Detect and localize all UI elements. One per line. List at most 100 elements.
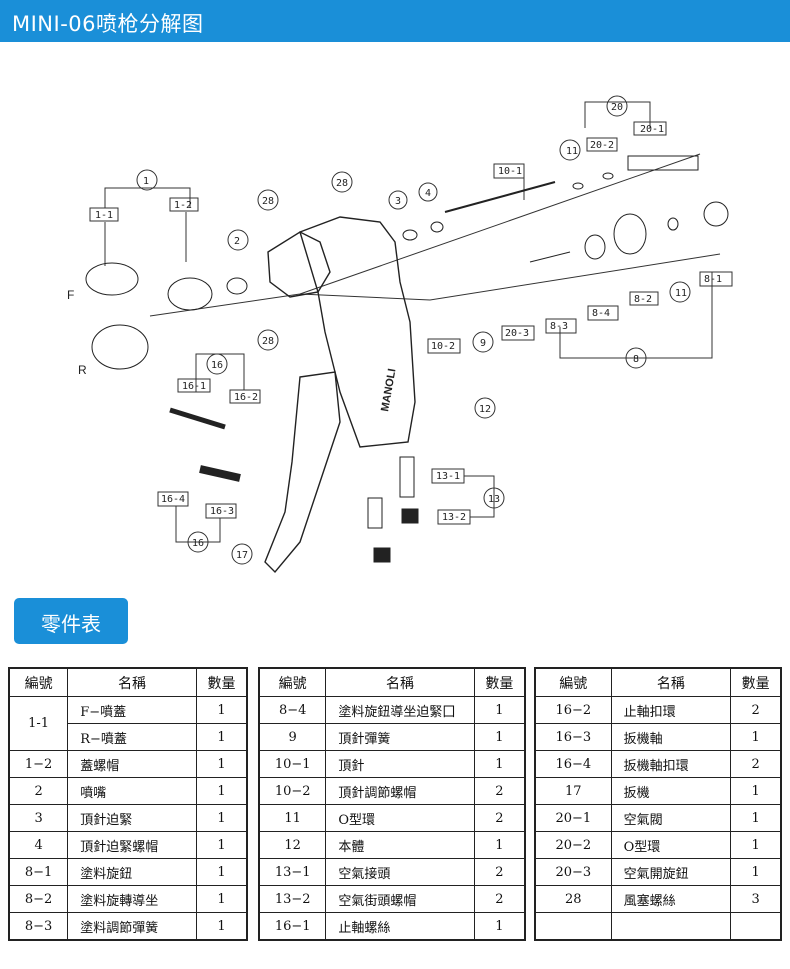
svg-text:3: 3	[395, 196, 401, 207]
cell-qty	[730, 912, 782, 941]
svg-text:1-2: 1-2	[174, 200, 192, 211]
svg-text:10-1: 10-1	[498, 166, 522, 177]
cell-code: 13−1	[258, 858, 327, 886]
header-name: 名稱	[325, 667, 475, 697]
cell-qty: 1	[473, 750, 526, 778]
cell-code: 16−3	[534, 723, 612, 751]
cell-code: 13−2	[258, 885, 327, 913]
svg-text:20-1: 20-1	[640, 124, 664, 135]
cell-code: 2	[8, 777, 69, 805]
cell-code: 8−4	[258, 696, 327, 724]
cell-name: 扳機	[610, 777, 732, 805]
cell-qty: 2	[473, 804, 526, 832]
svg-text:20-3: 20-3	[505, 328, 529, 339]
cell-name: O型環	[610, 831, 732, 859]
header-code: 編號	[258, 667, 327, 697]
cell-code: 8−2	[8, 885, 69, 913]
cell-qty: 3	[730, 885, 782, 913]
cell-qty: 2	[473, 885, 526, 913]
header-bar: MINI-06喷枪分解图	[0, 0, 790, 42]
cell-name: 本體	[325, 831, 475, 859]
cell-code: 10−2	[258, 777, 327, 805]
svg-text:1-1: 1-1	[95, 210, 113, 221]
header-name: 名稱	[610, 667, 732, 697]
header-qty: 數量	[730, 667, 782, 697]
cell-name: O型環	[325, 804, 475, 832]
svg-text:17: 17	[236, 550, 248, 561]
header-code: 編號	[8, 667, 69, 697]
cell-qty: 2	[473, 777, 526, 805]
cell-name: 塗料旋轉導坐	[67, 885, 197, 913]
cell-code: 16−1	[258, 912, 327, 941]
cell-name: 塗料旋鈕導坐迫緊囗	[325, 696, 475, 724]
svg-text:28: 28	[262, 196, 274, 207]
svg-text:2: 2	[234, 236, 240, 247]
cell-name: 空氣閥	[610, 804, 732, 832]
cell-name: 蓋螺帽	[67, 750, 197, 778]
svg-text:9: 9	[480, 338, 486, 349]
svg-text:28: 28	[336, 178, 348, 189]
cell-name: 頂針迫緊螺帽	[67, 831, 197, 859]
brand-logo-text: MANOLI	[379, 368, 398, 413]
header-code: 編號	[534, 667, 612, 697]
cell-qty: 2	[730, 750, 782, 778]
cell-name: 頂針	[325, 750, 475, 778]
cell-name: 頂針迫緊	[67, 804, 197, 832]
cell-qty: 1	[473, 912, 526, 941]
cell-name	[610, 912, 732, 941]
svg-text:13-2: 13-2	[442, 512, 466, 523]
cell-qty: 1	[195, 912, 248, 941]
cell-name: 空氣開旋鈕	[610, 858, 732, 886]
svg-text:16-3: 16-3	[210, 506, 234, 517]
cell-qty: 1	[195, 777, 248, 805]
svg-text:16-4: 16-4	[161, 494, 185, 505]
cell-code	[534, 912, 612, 941]
svg-text:1: 1	[143, 176, 149, 187]
cell-qty: 2	[473, 858, 526, 886]
cell-code: 4	[8, 831, 69, 859]
svg-text:10-2: 10-2	[431, 341, 455, 352]
cell-name: 空氣街頭螺帽	[325, 885, 475, 913]
cell-qty: 1	[473, 723, 526, 751]
cell-name: 風塞螺絲	[610, 885, 732, 913]
cell-code: 3	[8, 804, 69, 832]
cell-code: 17	[534, 777, 612, 805]
cell-name: 空氣接頭	[325, 858, 475, 886]
svg-text:16-2: 16-2	[234, 392, 258, 403]
header-qty: 數量	[473, 667, 526, 697]
svg-text:8: 8	[633, 354, 639, 365]
table-header-row: 編號 名稱 數量	[534, 667, 782, 697]
cell-qty: 1	[195, 750, 248, 778]
svg-text:20: 20	[611, 102, 623, 113]
cell-name: 頂針調節螺帽	[325, 777, 475, 805]
svg-text:8-4: 8-4	[592, 308, 610, 319]
cell-code: 1−2	[8, 750, 69, 778]
cell-code: 11	[258, 804, 327, 832]
rear-label: R	[78, 363, 87, 377]
svg-text:11: 11	[566, 146, 578, 157]
svg-text:20-2: 20-2	[590, 140, 614, 151]
cell-code: 8−3	[8, 912, 69, 941]
table-header-row: 編號 名稱 數量	[8, 667, 248, 697]
cell-name: F−噴蓋	[67, 696, 197, 724]
cell-qty: 2	[730, 696, 782, 724]
